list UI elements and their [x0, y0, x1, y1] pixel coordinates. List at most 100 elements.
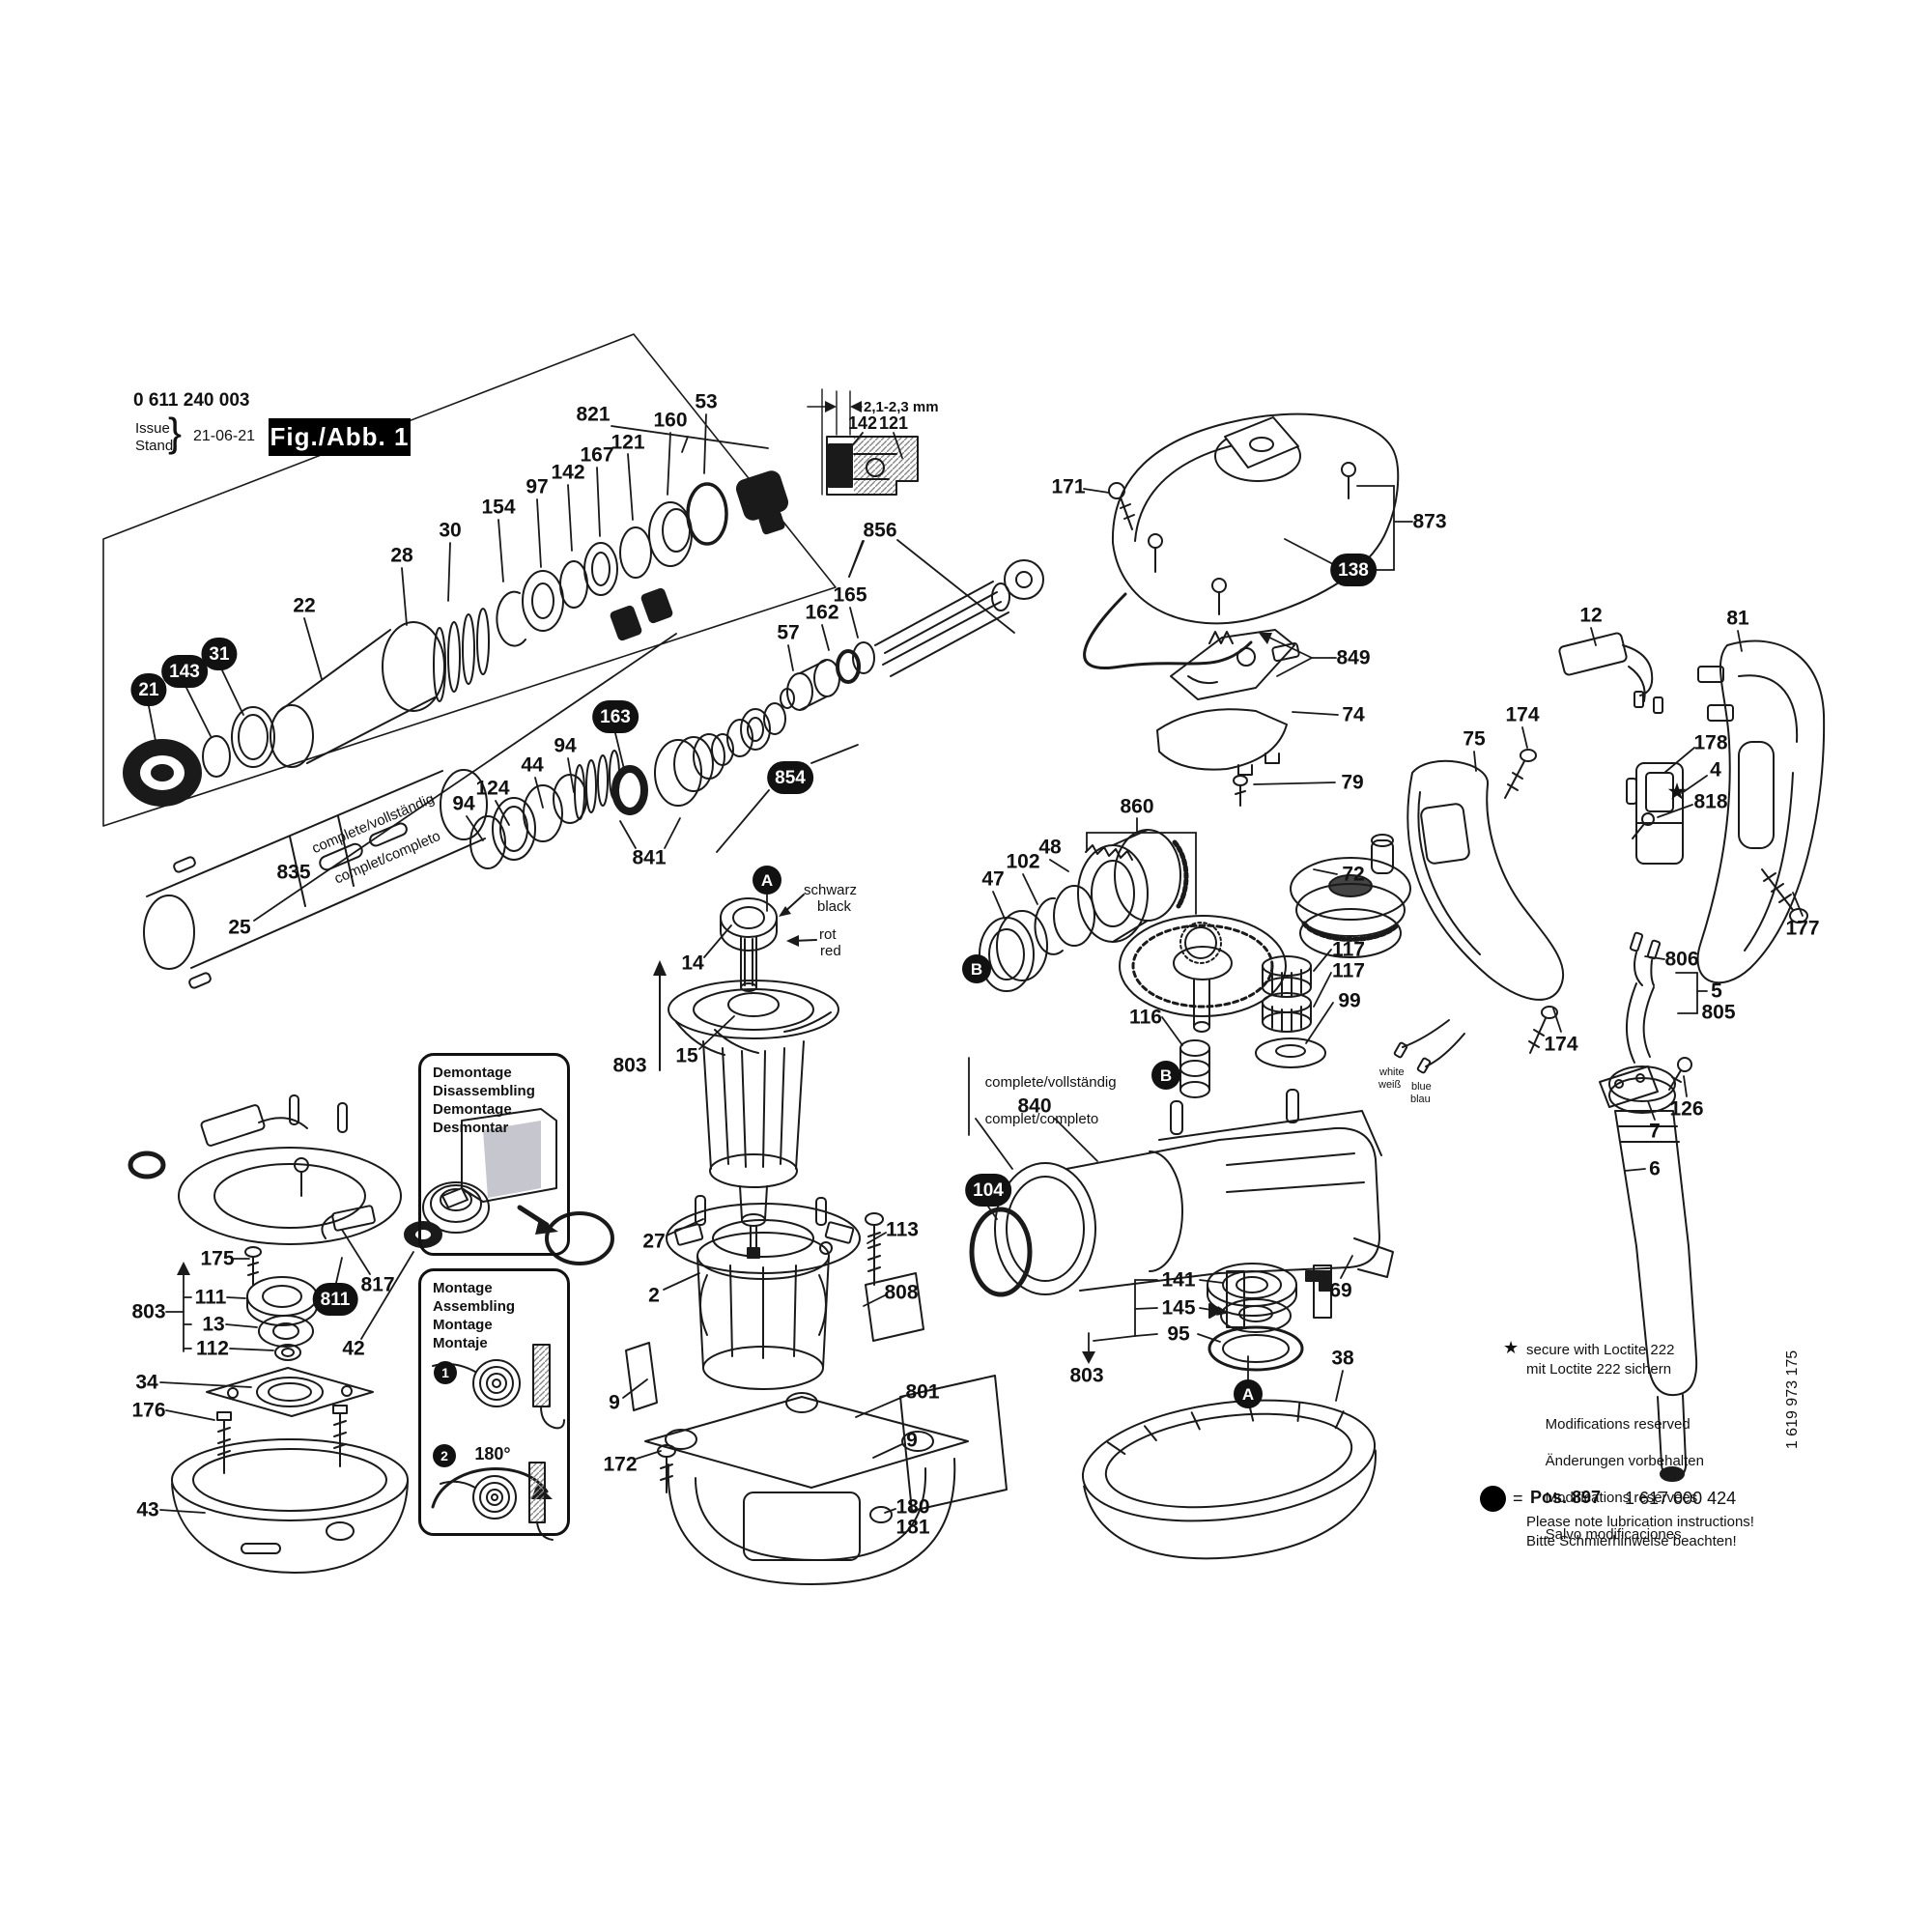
- part-label-97: 97: [526, 475, 549, 498]
- issue-brace: }: [168, 410, 183, 455]
- pos-bullet-icon: [1480, 1486, 1506, 1512]
- figure-badge: Fig./Abb. 1: [269, 418, 411, 456]
- part-label-124: 124: [475, 777, 510, 800]
- part-label-811: 811: [312, 1283, 358, 1316]
- part-label-860: 860: [1120, 795, 1154, 818]
- part-label-180: 180°: [474, 1444, 511, 1463]
- disassembly-box: Demontage Disassembling Demontage Desmon…: [418, 1053, 570, 1256]
- part-label-9: 9: [609, 1391, 620, 1414]
- color-label-schwarz: schwarz: [804, 882, 858, 898]
- part-label-57: 57: [777, 621, 800, 644]
- part-label-174: 174: [1505, 703, 1540, 726]
- part-label-75: 75: [1463, 727, 1486, 751]
- part-label-94: 94: [452, 792, 475, 815]
- color-label-blau: blau: [1410, 1094, 1431, 1105]
- part-label-5: 5: [1711, 980, 1722, 1003]
- part-label-112: 112: [196, 1337, 229, 1360]
- part-label-121: 121: [878, 413, 909, 433]
- part-label-803: 803: [131, 1300, 166, 1323]
- part-label-99: 99: [1338, 989, 1361, 1012]
- part-label-854: 854: [767, 761, 813, 794]
- part-label-27: 27: [642, 1230, 666, 1253]
- lubrication-note-de: Bitte Schmierhinweise beachten!: [1526, 1533, 1737, 1549]
- part-label-143: 143: [161, 655, 208, 688]
- part-label-14: 14: [681, 952, 704, 975]
- part-label-21: 21: [130, 673, 167, 706]
- part-label-42: 42: [342, 1337, 365, 1360]
- part-label-817: 817: [360, 1273, 395, 1296]
- part-label-160: 160: [653, 409, 688, 432]
- part-label-113: 113: [886, 1218, 919, 1241]
- part-label-104: 104: [965, 1174, 1011, 1207]
- inset-dimension: 2,1-2,3 mm: [864, 399, 939, 415]
- lubrication-note-en: Please note lubrication instructions!: [1526, 1514, 1754, 1530]
- part-label-31: 31: [201, 638, 238, 670]
- part-label-A: A: [1234, 1379, 1263, 1408]
- part-label-873: 873: [1412, 510, 1447, 533]
- part-label-4: 4: [1710, 758, 1721, 781]
- part-label-821: 821: [576, 403, 611, 426]
- modifications-note: Modifications reserved Änderungen vorbeh…: [1545, 1416, 1704, 1543]
- part-label-94: 94: [554, 734, 577, 757]
- part-label-2: 2: [648, 1284, 660, 1307]
- part-label-74: 74: [1342, 703, 1365, 726]
- part-label-34: 34: [135, 1371, 158, 1394]
- part-label-818: 818: [1693, 790, 1728, 813]
- part-label-145: 145: [1161, 1296, 1196, 1320]
- part-label-25: 25: [228, 916, 251, 939]
- issue-label-en: Issue: [135, 420, 170, 437]
- part-label-138: 138: [1330, 554, 1377, 586]
- part-label-72: 72: [1342, 863, 1365, 886]
- part-label-175: 175: [200, 1247, 235, 1270]
- part-label-177: 177: [1785, 917, 1820, 940]
- assembly-box-title: Montage Assembling Montage Montaje: [433, 1280, 516, 1351]
- color-label-rot: rot: [819, 926, 837, 943]
- part-label-856: 856: [863, 519, 897, 542]
- part-label-79: 79: [1341, 771, 1364, 794]
- part-label-28: 28: [390, 544, 413, 567]
- loctite-note-de: mit Loctite 222 sichern: [1526, 1361, 1672, 1378]
- doc-number-vertical: 1 619 973 175: [1784, 1350, 1801, 1450]
- part-label-38: 38: [1331, 1347, 1354, 1370]
- part-label-162: 162: [805, 601, 839, 624]
- part-label-48: 48: [1038, 836, 1062, 859]
- doc-number: 0 611 240 003: [133, 390, 250, 411]
- part-label-117: 117: [1332, 938, 1365, 961]
- part-label-142: 142: [847, 413, 878, 433]
- part-label-43: 43: [136, 1498, 159, 1521]
- color-label-weiss: weiß: [1378, 1079, 1402, 1091]
- loctite-star-icon: ★: [1667, 781, 1687, 804]
- part-label-163: 163: [592, 700, 639, 733]
- color-label-blue: blue: [1411, 1081, 1432, 1093]
- part-label-12: 12: [1579, 604, 1603, 627]
- pos-equals: =: [1513, 1489, 1523, 1508]
- part-label-47: 47: [981, 867, 1005, 891]
- part-label-7: 7: [1649, 1120, 1661, 1143]
- part-label-9: 9: [906, 1429, 918, 1452]
- part-label-176: 176: [131, 1399, 166, 1422]
- part-label-B: B: [1151, 1061, 1180, 1090]
- part-label-803: 803: [612, 1054, 647, 1077]
- disassembly-box-title: Demontage Disassembling Demontage Desmon…: [433, 1065, 535, 1136]
- part-label-53: 53: [695, 390, 718, 413]
- part-label-849: 849: [1336, 646, 1371, 669]
- part-label-44: 44: [521, 753, 544, 777]
- part-label-30: 30: [439, 519, 462, 542]
- assembly-box: Montage Assembling Montage Montaje: [418, 1268, 570, 1536]
- part-label-15: 15: [675, 1044, 698, 1067]
- pos-label: Pos. 897: [1530, 1488, 1602, 1507]
- part-label-2: 2: [433, 1444, 456, 1467]
- part-label-6: 6: [1649, 1157, 1661, 1180]
- part-label-180: 180: [895, 1495, 930, 1519]
- part-label-808: 808: [884, 1281, 919, 1304]
- part-label-121: 121: [611, 431, 645, 454]
- part-label-174: 174: [1544, 1033, 1578, 1056]
- part-label-181: 181: [895, 1516, 930, 1539]
- part-label-141: 141: [1161, 1268, 1196, 1292]
- color-label-red: red: [820, 943, 841, 959]
- part-label-171: 171: [1051, 475, 1086, 498]
- part-label-841: 841: [632, 846, 667, 869]
- part-label-22: 22: [293, 594, 316, 617]
- part-label-801: 801: [905, 1380, 940, 1404]
